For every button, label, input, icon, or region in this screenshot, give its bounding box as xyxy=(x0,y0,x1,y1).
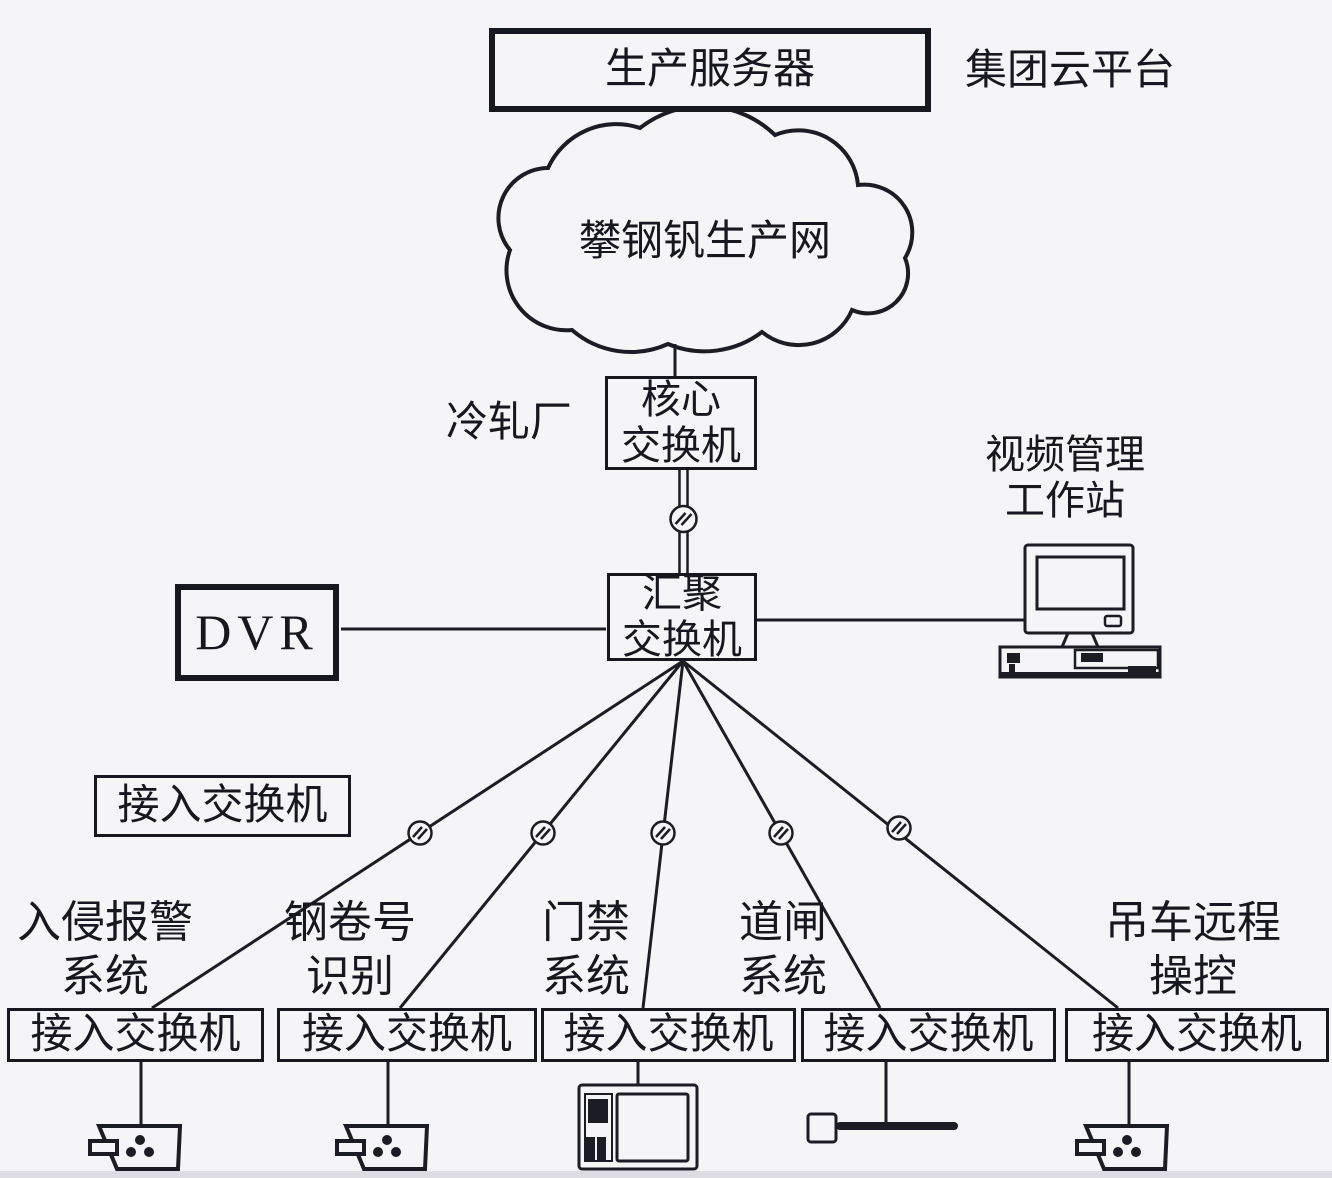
video-workstation-label-line1: 视频管理 xyxy=(985,432,1145,477)
core-switch-label-line2: 交换机 xyxy=(621,423,741,468)
aggregation-switch-node: 汇聚 交换机 xyxy=(607,571,757,662)
production-network-cloud-label: 攀钢钒生产网 xyxy=(578,218,831,265)
access-switch-node: 接入交换机 xyxy=(7,1008,264,1062)
core-switch-node: 核心 交换机 xyxy=(605,376,757,470)
core-switch-label-line1: 核心 xyxy=(641,377,721,422)
fiber-connectors xyxy=(407,504,912,846)
access-terminal-icon xyxy=(577,1083,699,1171)
cctv-camera-icon xyxy=(1075,1124,1169,1171)
access-switch-node: 接入交换机 xyxy=(541,1008,796,1062)
cold-rolling-plant-label: 冷轧厂 xyxy=(445,399,572,446)
cloud-shape xyxy=(496,104,915,354)
desktop-computer-icon xyxy=(998,543,1162,679)
system-label-line2: 识别 xyxy=(306,952,394,1001)
system-label-line1: 道闸 xyxy=(739,898,827,947)
branch-system-label: 钢卷号 识别 xyxy=(255,894,445,1006)
production-server-node: 生产服务器 xyxy=(489,28,931,112)
fiber-link-connector-icon xyxy=(886,815,912,841)
system-label-line1: 入侵报警 xyxy=(17,898,193,947)
system-label-line2: 系统 xyxy=(739,952,827,1001)
system-label-line1: 吊车远程 xyxy=(1105,898,1281,947)
fiber-link-connector-icon xyxy=(669,504,698,534)
fiber-link-connector-icon xyxy=(530,820,556,846)
group-cloud-platform-label: 集团云平台 xyxy=(964,47,1175,94)
dvr-node: DVR xyxy=(175,584,339,681)
system-label-line1: 钢卷号 xyxy=(284,898,416,947)
video-workstation-label-line2: 工作站 xyxy=(1005,478,1125,523)
cctv-camera-icon xyxy=(335,1124,429,1171)
branch-system-label: 门禁 系统 xyxy=(491,894,681,1006)
fiber-link-connector-icon xyxy=(407,820,433,846)
video-workstation-label: 视频管理 工作站 xyxy=(960,428,1170,528)
branch-system-label: 吊车远程 操控 xyxy=(1098,894,1288,1006)
fiber-link-connector-icon xyxy=(650,820,676,846)
branch-system-label: 入侵报警 系统 xyxy=(10,894,200,1006)
access-switch-node: 接入交换机 xyxy=(277,1008,537,1062)
dvr-label: DVR xyxy=(195,603,319,660)
cctv-camera-icon xyxy=(88,1124,182,1171)
switch-to-device-links xyxy=(139,1062,1131,1127)
access-switch-node: 接入交换机 xyxy=(1065,1008,1329,1062)
image-bottom-edge xyxy=(0,1171,1332,1178)
production-server-label: 生产服务器 xyxy=(604,46,815,93)
system-label-line2: 操控 xyxy=(1149,952,1237,1001)
system-label-line2: 系统 xyxy=(61,952,149,1001)
system-label-line2: 系统 xyxy=(542,952,630,1001)
system-label-line1: 门禁 xyxy=(542,898,630,947)
barrier-gate-icon xyxy=(806,1112,958,1144)
branch-system-label: 道闸 系统 xyxy=(688,894,878,1006)
access-switch-legend: 接入交换机 xyxy=(94,775,351,837)
aggregation-switch-label-line2: 交换机 xyxy=(622,617,742,662)
aggregation-switch-label-line1: 汇聚 xyxy=(642,571,722,616)
fiber-link-connector-icon xyxy=(768,820,794,846)
access-switch-node: 接入交换机 xyxy=(801,1008,1056,1062)
